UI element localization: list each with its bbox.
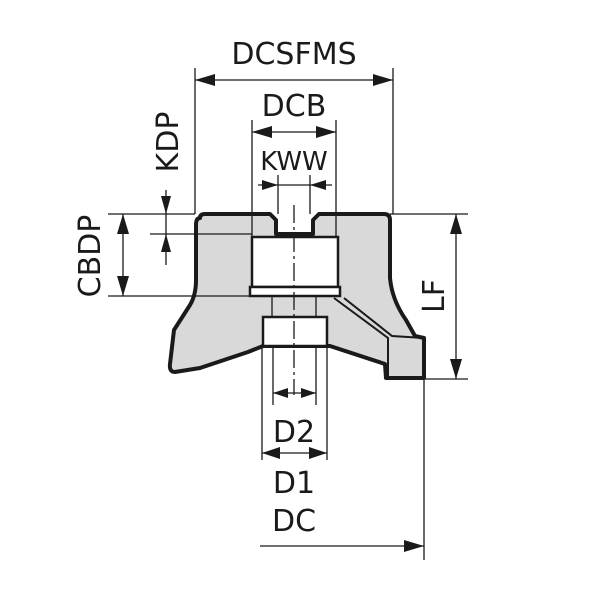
- label-d1: D1: [273, 466, 315, 501]
- label-dcsfms: DCSFMS: [231, 37, 356, 72]
- label-cbdp: CBDP: [73, 215, 108, 298]
- label-dc: DC: [272, 504, 316, 539]
- label-lf: LF: [417, 279, 452, 313]
- counterbore: [261, 315, 329, 348]
- label-dcb: DCB: [262, 89, 327, 124]
- label-d2: D2: [273, 415, 315, 450]
- arbor-bore: [250, 235, 340, 289]
- extension-lines: [108, 68, 468, 560]
- cutter-body: [167, 212, 426, 380]
- label-kww: KWW: [260, 147, 328, 177]
- label-kdp: KDP: [151, 112, 186, 173]
- bore-relief: [248, 285, 342, 298]
